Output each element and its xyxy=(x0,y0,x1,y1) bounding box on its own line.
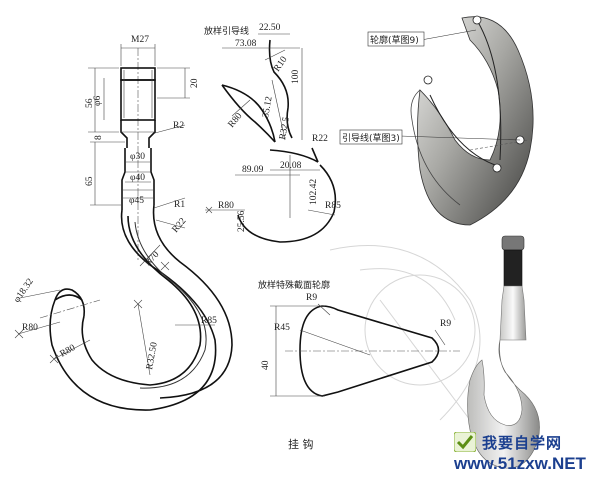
dim-22-50: 22.50 xyxy=(259,23,281,33)
model-rendered-view xyxy=(467,235,540,469)
dim-R10: R10 xyxy=(272,55,289,74)
dim-R9-top: R9 xyxy=(306,293,317,303)
dim-R85: R85 xyxy=(201,316,217,326)
dim-40: 40 xyxy=(261,360,271,370)
dim-phi45: φ45 xyxy=(129,196,144,206)
hook-main-view xyxy=(14,44,233,411)
profile-sketch: R22 89.09 20.08 102.42 R85 R80 25.56 xyxy=(205,134,341,243)
section-sketch: 放样特殊截面轮廓 R9 R45 R9 40 xyxy=(258,279,460,397)
section-sketch-title: 放样特殊截面轮廓 xyxy=(258,279,330,291)
guide-line-sketch: 放样引导线 22.50 73.08 R10 100 35.12 R32.5 R8… xyxy=(204,23,303,143)
dim-R80-low: R80 xyxy=(59,343,78,360)
dim-102-42: 102.42 xyxy=(309,179,319,205)
watermark-site-name: 我要自学网 xyxy=(482,434,563,452)
dim-R22: R22 xyxy=(171,216,189,235)
dim-R1: R1 xyxy=(174,200,185,210)
dim-phi6: φ6 xyxy=(93,96,103,106)
callout-guide: 引导线(草图3) xyxy=(342,132,400,144)
dim-R85-profile: R85 xyxy=(325,201,341,211)
dim-R45: R45 xyxy=(274,323,290,333)
dim-R32-5: R32.5 xyxy=(278,116,292,141)
dim-56: 56 xyxy=(85,98,95,108)
dim-R9-right: R9 xyxy=(440,319,451,329)
checkmark-logo-icon xyxy=(454,432,476,452)
dim-8: 8 xyxy=(94,135,104,140)
dim-R2: R2 xyxy=(173,121,184,131)
watermark-url: www.51zxw.NET xyxy=(454,454,586,473)
dim-phi18-32: φ18.32 xyxy=(12,277,36,305)
dim-R80-profile: R80 xyxy=(218,201,234,211)
figure-caption: 挂 钩 xyxy=(288,437,314,451)
dim-20: 20 xyxy=(190,78,200,88)
dim-35-12: 35.12 xyxy=(261,95,275,118)
dim-20-08: 20.08 xyxy=(280,161,302,171)
dim-R32-50: R32.50 xyxy=(145,341,160,370)
site-watermark: 我要自学网 www.51zxw.NET xyxy=(452,432,598,482)
dim-25-56: 25.56 xyxy=(237,210,247,232)
dim-73-08: 73.08 xyxy=(235,39,257,49)
dim-R22-profile: R22 xyxy=(312,134,328,144)
guide-sketch-title: 放样引导线 xyxy=(204,25,249,37)
model-wireframe-view: 轮廓(草图9) 引导线(草图3) xyxy=(339,15,534,226)
dim-phi40: φ40 xyxy=(130,173,145,183)
callout-contour: 轮廓(草图9) xyxy=(370,34,419,46)
dim-89-09: 89.09 xyxy=(242,165,264,175)
dim-65: 65 xyxy=(85,176,95,186)
dim-phi30: φ30 xyxy=(130,152,145,162)
hook-main-dimensions: M27 20 56 φ6 8 65 φ30 φ40 φ45 R2 R1 R22 … xyxy=(12,35,217,371)
background-ghost-lines xyxy=(329,245,481,421)
dim-R70: R70 xyxy=(143,250,161,268)
dim-100: 100 xyxy=(291,70,301,85)
dim-R80-left: R80 xyxy=(22,323,38,333)
dim-thread: M27 xyxy=(131,35,149,45)
dim-R80-guide: R80 xyxy=(227,111,245,130)
